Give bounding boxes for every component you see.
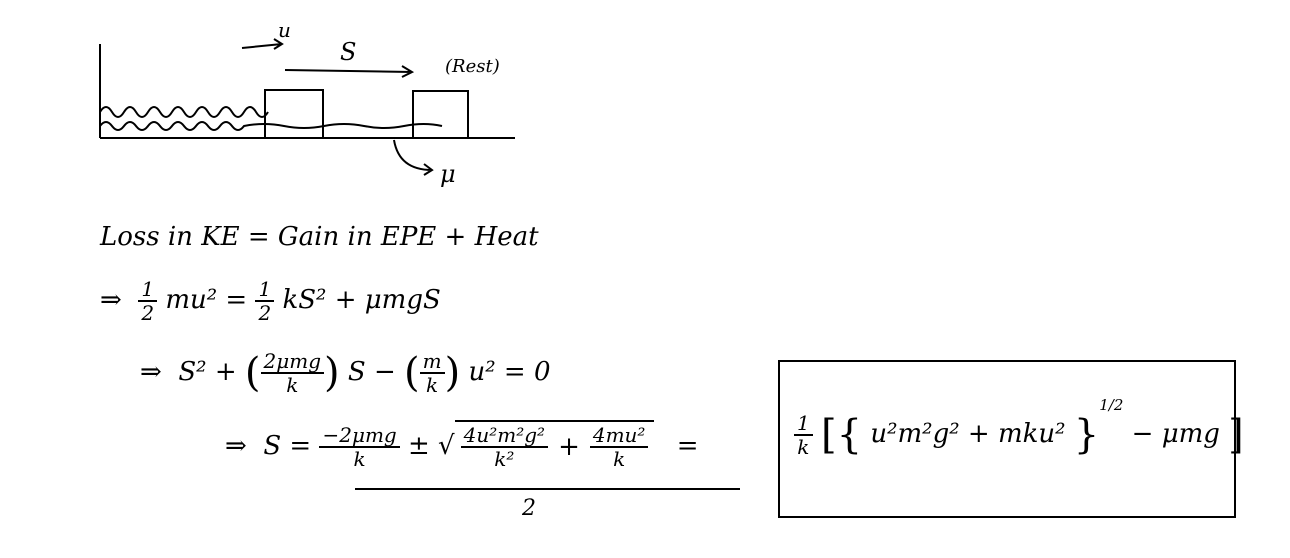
velocity-arrow-icon xyxy=(241,38,284,50)
fraction-bar xyxy=(355,488,740,490)
denominator: 2 xyxy=(522,496,536,521)
block-final xyxy=(412,90,469,139)
friction-pointer-icon xyxy=(393,139,434,176)
implies-arrow: ⇒ xyxy=(100,285,122,315)
energy-statement: Loss in KE = Gain in EPE + Heat xyxy=(100,222,539,252)
displacement-arrow-icon xyxy=(284,65,415,78)
velocity-label: u xyxy=(278,18,291,42)
rest-label: (Rest) xyxy=(445,56,500,77)
spring-final xyxy=(99,121,443,131)
block-initial xyxy=(264,89,324,139)
spring-initial xyxy=(99,106,269,118)
displacement-label: S xyxy=(340,38,357,66)
friction-label: μ xyxy=(440,160,456,188)
